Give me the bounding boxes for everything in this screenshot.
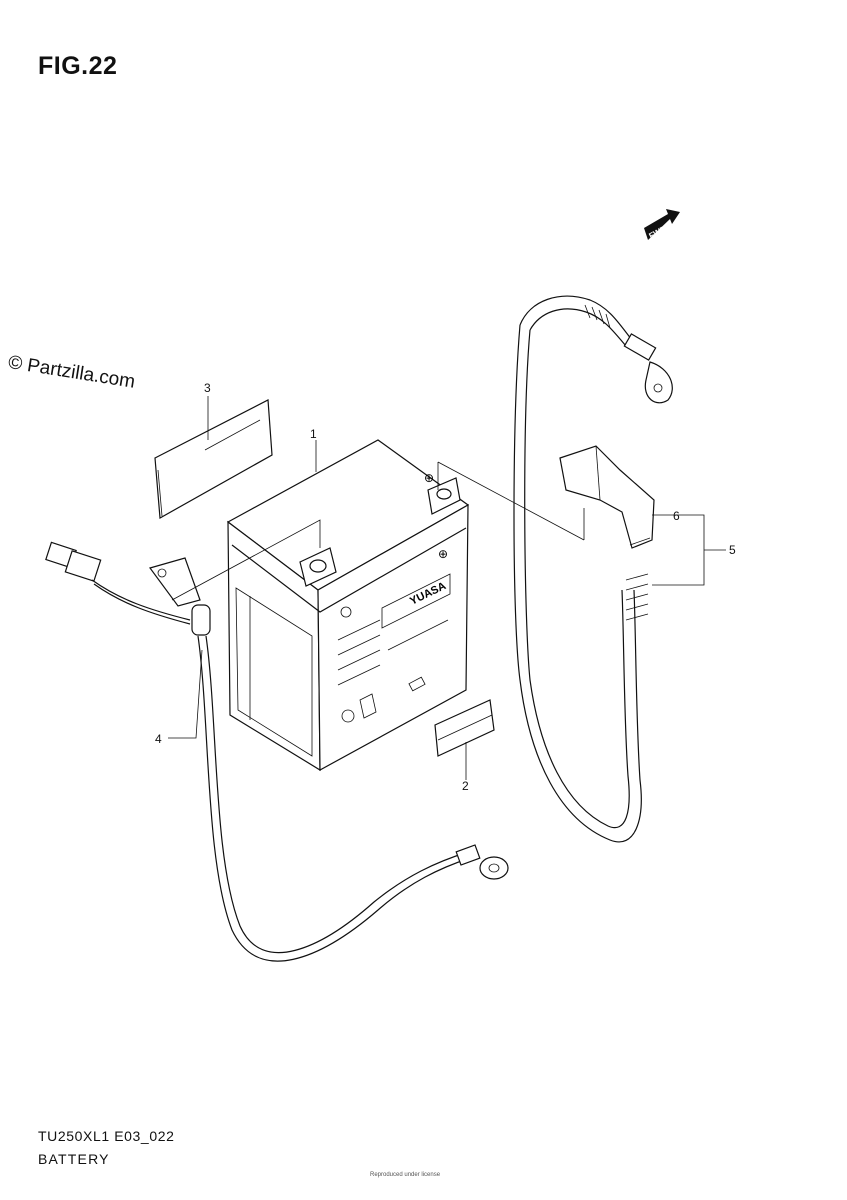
negative-cable-part-4 (45, 541, 509, 962)
battery-label-part-2 (434, 699, 495, 757)
positive-terminal-symbol: ⊕ (438, 547, 448, 561)
model-code: TU250XL1 E03_022 (38, 1128, 175, 1144)
battery-pad-part-3 (154, 399, 273, 519)
figure-title: FIG.22 (38, 52, 118, 80)
positive-cable-part-5 (513, 295, 673, 843)
callout-1: 1 (310, 427, 317, 441)
fwd-arrow-icon: FWD (644, 209, 680, 241)
callout-4: 4 (155, 732, 162, 746)
section-name: BATTERY (38, 1151, 110, 1167)
battery-part-1: YUASA ⊕ ⊕ (226, 439, 470, 772)
callout-6: 6 (673, 509, 680, 523)
callout-2: 2 (462, 779, 469, 793)
copyright-footer-note: Reproduced under license (370, 1172, 441, 1178)
top-positive-terminal-symbol: ⊕ (424, 471, 434, 485)
callout-3: 3 (204, 381, 211, 395)
callout-5: 5 (729, 543, 736, 557)
callout-leader-lines (168, 396, 726, 780)
